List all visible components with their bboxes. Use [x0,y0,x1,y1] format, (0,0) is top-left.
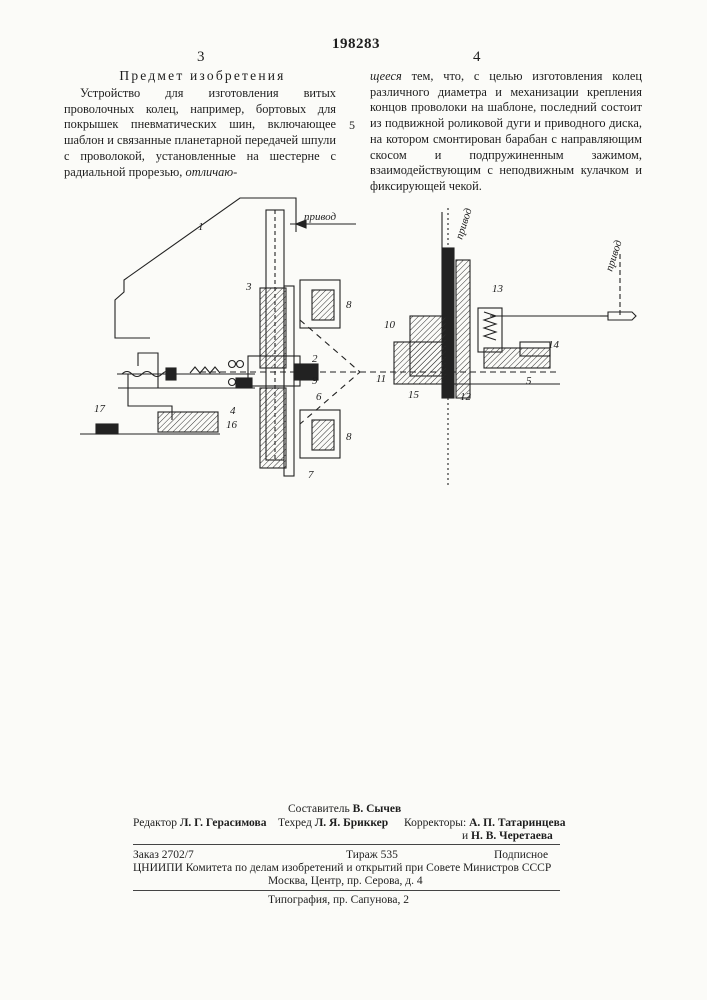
left-column-number: 3 [197,49,205,66]
roller-arc-11 [394,342,444,384]
spool-lower [312,420,334,450]
line-number-marker: 5 [349,118,355,133]
spool-upper [312,290,334,320]
stop-block [166,368,176,380]
frame-lower-outline [115,316,150,338]
drive-label-left: привод [304,211,336,223]
base-block-16 [158,412,218,432]
printing-house: Типография, пр. Сапунова, 2 [268,893,409,907]
compiler-line: Составитель В. Сычев [288,802,401,816]
patent-number: 198283 [332,36,380,53]
cam-drive-right [608,312,636,320]
label-4: 4 [230,405,236,417]
right-column-number: 4 [473,49,481,66]
label-8-lower: 8 [346,431,352,443]
technical-drawing: привод привод привод 1 2 3 4 5 6 7 8 8 9… [60,188,660,500]
label-15: 15 [408,389,420,401]
label-5: 5 [526,375,532,387]
label-13: 13 [492,283,504,295]
label-14: 14 [548,339,560,351]
label-6: 6 [316,391,322,403]
subscription: Подписное [494,848,548,862]
editor-line: Редактор Л. Г. Герасимова [133,816,266,830]
label-11: 11 [376,373,386,385]
label-3: 3 [245,281,252,293]
section-heading: Предмет изобретения [105,68,300,84]
techred-line: Техред Л. Я. Бриккер [278,816,388,830]
planetary-gear-lower [260,388,286,468]
right-text-column: щееся тем, что, с целью изготовления кол… [370,69,642,195]
label-12: 12 [460,391,472,403]
label-8-upper: 8 [346,299,352,311]
label-1: 1 [198,221,204,233]
claim-text-right-italic: щееся [370,69,402,83]
address: Москва, Центр, пр. Серова, д. 4 [268,874,423,888]
footer-rule-bottom [133,890,560,891]
institute: ЦНИИПИ Комитета по делам изобретений и о… [133,861,551,875]
order-number: Заказ 2702/7 [133,848,194,862]
corrector-2-line: и Н. В. Черетаева [462,829,553,843]
label-16: 16 [226,419,238,431]
clamp-body [484,348,550,368]
label-7: 7 [308,469,314,481]
drive-disk-hub [456,260,470,398]
claim-text-right: тем, что, с целью изготовления колец раз… [370,69,642,193]
drive-label-middle: привод [453,206,474,241]
label-17: 17 [94,403,106,415]
correctors-line: Корректоры: А. П. Татаринцева [404,816,566,830]
print-run: Тираж 535 [346,848,398,862]
label-10: 10 [384,319,396,331]
label-9: 9 [312,375,318,387]
drive-label-right: привод [603,238,624,273]
claim-text-left-italic: отличаю- [186,165,238,179]
footer-rule-top [133,844,560,845]
part-17-block [96,424,118,434]
left-text-column: Устройство для изготовления витых провол… [64,86,336,180]
label-2: 2 [312,353,318,365]
